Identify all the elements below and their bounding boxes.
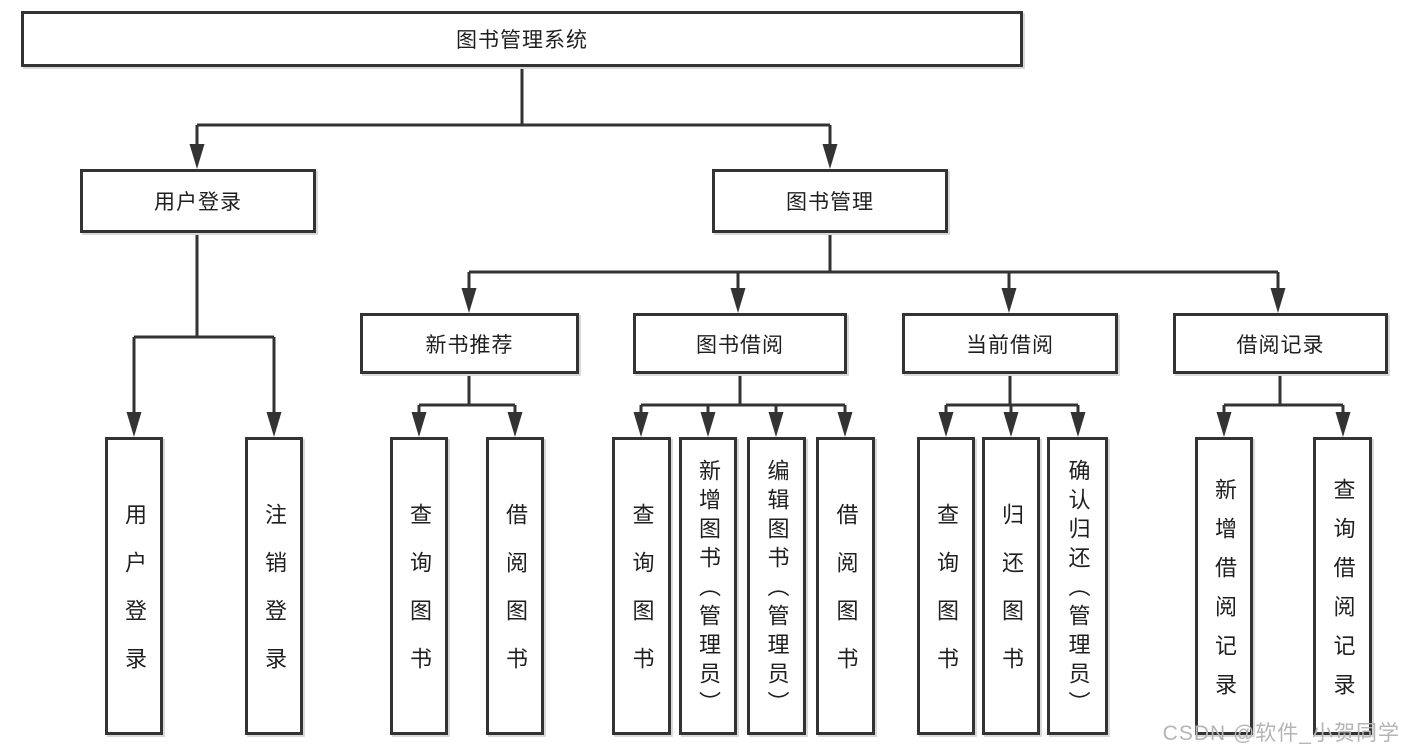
- leaf-label: 确认归还（管理员）: [1065, 459, 1091, 720]
- edge-new-books-to-leaves: [411, 374, 523, 437]
- leaf-label: 查询图书: [934, 503, 959, 695]
- edge-borrow-records-to-leaves: [1216, 374, 1351, 437]
- csdn-watermark: CSDN @软件_小贺同学: [1162, 722, 1400, 745]
- leaf-logout: 注销登录: [245, 437, 303, 735]
- edge-current-borrow-to-leaves: [938, 374, 1086, 437]
- leaf-label: 借阅图书: [833, 503, 859, 695]
- leaf-user-login: 用户登录: [105, 437, 163, 735]
- node-book-mgmt: 图书管理: [712, 169, 948, 233]
- node-book-mgmt-label: 图书管理: [786, 191, 874, 214]
- leaf-label: 查询图书: [407, 503, 432, 695]
- node-borrow-records-label: 借阅记录: [1236, 333, 1325, 357]
- leaf-add-books-admin: 新增图书（管理员）: [679, 437, 737, 735]
- leaf-borrow-books-2: 借阅图书: [816, 437, 875, 735]
- node-user-login-label: 用户登录: [154, 191, 242, 214]
- leaf-confirm-return-admin: 确认归还（管理员）: [1047, 437, 1108, 735]
- edge-user-login-to-leaves: [126, 233, 282, 437]
- leaf-label: 查询借阅记录: [1330, 477, 1356, 712]
- node-book-borrow-label: 图书借阅: [696, 333, 784, 357]
- node-root-label: 图书管理系统: [456, 29, 588, 52]
- leaf-label: 新增借阅记录: [1212, 477, 1237, 712]
- edge-book-borrow-to-leaves: [633, 374, 853, 437]
- leaf-add-borrow-record: 新增借阅记录: [1195, 437, 1253, 735]
- leaf-label: 编辑图书（管理员）: [764, 459, 790, 720]
- leaf-query-books-1: 查询图书: [390, 437, 448, 735]
- leaf-label: 归还图书: [999, 503, 1024, 695]
- node-new-books-label: 新书推荐: [425, 333, 514, 357]
- leaf-label: 注销登录: [262, 503, 287, 695]
- node-user-login: 用户登录: [80, 169, 316, 233]
- leaf-query-borrow-record: 查询借阅记录: [1313, 437, 1372, 735]
- node-borrow-records: 借阅记录: [1173, 313, 1388, 374]
- leaf-label: 新增图书（管理员）: [696, 459, 721, 720]
- node-book-borrow: 图书借阅: [633, 313, 847, 374]
- leaf-query-books-2: 查询图书: [612, 437, 671, 735]
- leaf-label: 查询图书: [629, 503, 655, 695]
- node-current-borrow: 当前借阅: [902, 313, 1118, 374]
- node-new-books: 新书推荐: [360, 313, 579, 374]
- leaf-return-books: 归还图书: [982, 437, 1040, 735]
- leaf-label: 借阅图书: [503, 503, 528, 695]
- leaf-query-books-3: 查询图书: [917, 437, 975, 735]
- leaf-borrow-books-1: 借阅图书: [486, 437, 544, 735]
- leaf-edit-books-admin: 编辑图书（管理员）: [747, 437, 806, 735]
- edge-root-to-level2: [189, 67, 838, 169]
- node-current-borrow-label: 当前借阅: [966, 333, 1054, 357]
- node-root: 图书管理系统: [21, 11, 1023, 67]
- edge-book-mgmt-to-level3: [461, 233, 1286, 313]
- leaf-label: 用户登录: [122, 503, 147, 695]
